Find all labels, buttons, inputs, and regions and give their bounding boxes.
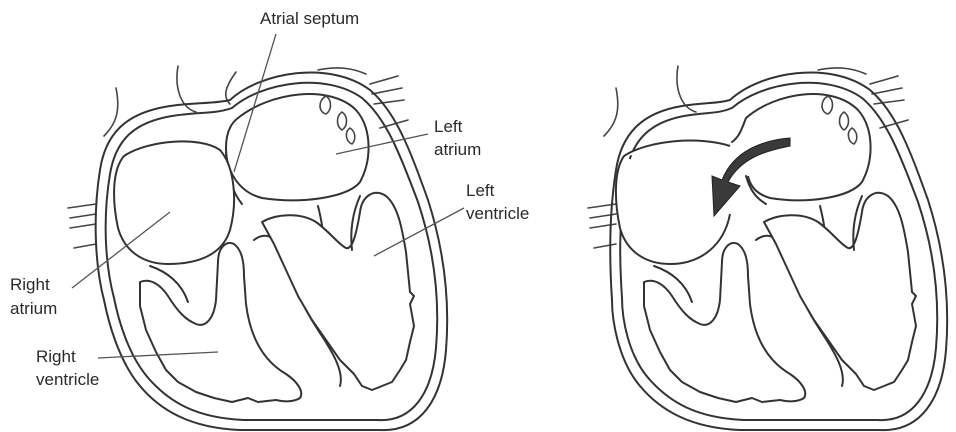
vessel-lines-right-2 <box>870 76 908 128</box>
vessel-lines-left <box>68 204 96 248</box>
label-right-ventricle-line2: ventricle <box>36 370 99 389</box>
label-atrial-septum: Atrial septum <box>260 9 359 28</box>
vessel-left-stub <box>104 88 118 136</box>
label-left-ventricle-line2: ventricle <box>466 204 529 223</box>
vessel-lines-right <box>370 76 408 128</box>
label-left-ventricle-line1: Left <box>466 181 495 200</box>
right-ventricle <box>140 243 301 402</box>
label-right-atrium-line2: atrium <box>10 299 57 318</box>
left-atrium <box>226 94 369 200</box>
label-left-atrium-line1: Left <box>434 117 463 136</box>
heart-right <box>588 66 947 430</box>
vessel-left-stub-2 <box>604 88 618 136</box>
label-right-atrium-line1: Right <box>10 275 50 294</box>
left-ventricle <box>262 193 414 390</box>
label-left-atrium-line2: atrium <box>434 140 481 159</box>
septum-stub-top <box>732 118 746 142</box>
label-right-ventricle-line1: Right <box>36 347 76 366</box>
right-atrium <box>114 141 234 264</box>
left-ventricle-2 <box>764 193 916 390</box>
heart-left: Atrial septum Left atrium Left ventricle… <box>10 9 529 430</box>
right-ventricle-2 <box>644 243 805 402</box>
